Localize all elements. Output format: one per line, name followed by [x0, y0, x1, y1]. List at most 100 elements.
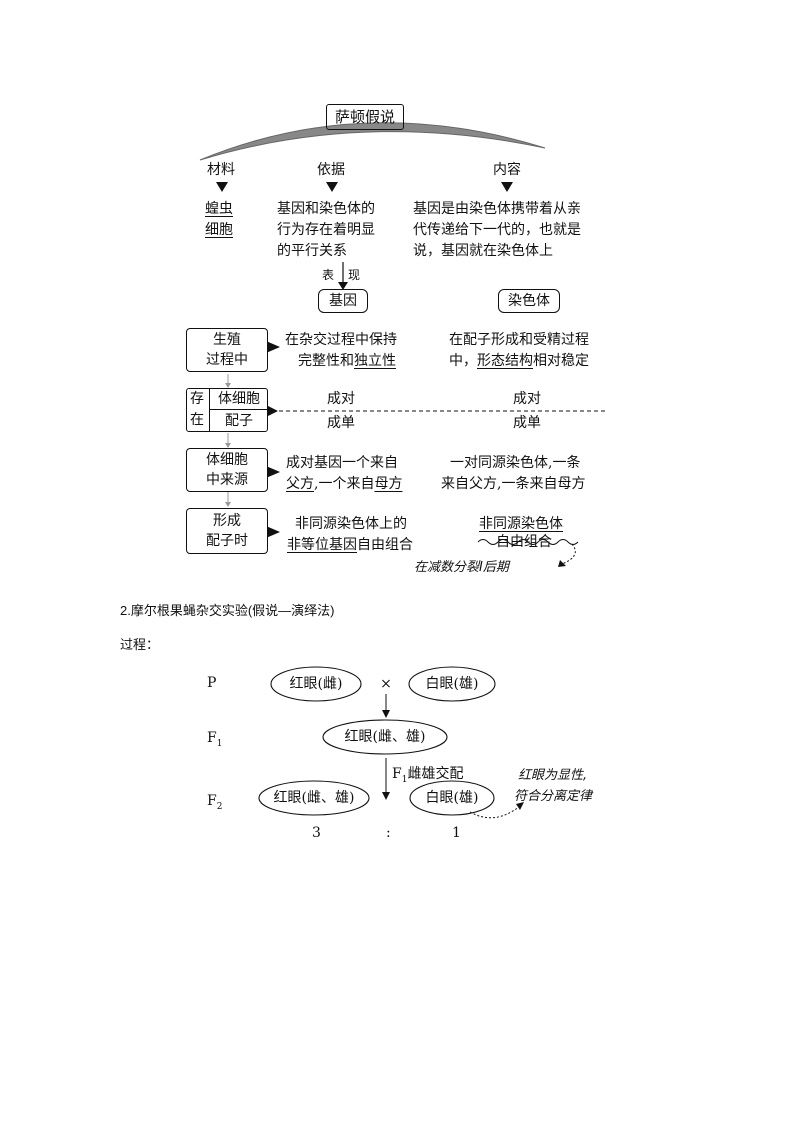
- note-curve-2: [469, 805, 521, 819]
- category-material: 材料: [207, 162, 235, 178]
- manifest-label-b: 现: [348, 268, 361, 282]
- f2-red: 红眼(雌、雄): [273, 790, 355, 806]
- gene-box: [318, 289, 368, 313]
- category-basis: 依据: [317, 162, 345, 178]
- row1-gene-line-2: 完整性和独立性: [298, 351, 396, 371]
- row3-label-box: [186, 448, 268, 492]
- row1-gene-key: 独立性: [354, 353, 396, 369]
- row1-label-2: 过程中: [206, 352, 248, 368]
- row4-note: 在减数分裂Ⅰ后期: [414, 560, 509, 575]
- f1-mating: F1雌雄交配: [392, 764, 463, 790]
- arrow-material: [216, 182, 228, 192]
- ellipse-p-female: [270, 666, 362, 702]
- row3-chrom-line-2: 来自父方,一条来自母方: [441, 476, 586, 492]
- manifest-label-a: 表: [322, 268, 335, 282]
- row4-chrom-line-2: 自由组合: [496, 534, 552, 550]
- row2-gene-pair: 成对: [327, 391, 355, 407]
- row1-gene-text: 完整性和: [298, 353, 354, 369]
- title-arc: [199, 122, 546, 161]
- gen-f2: F2: [207, 791, 222, 817]
- material-line-2: 细胞: [205, 222, 233, 238]
- basis-line-3: 的平行关系: [277, 243, 347, 259]
- row4-gene-line-2: 非等位基因自由组合: [287, 535, 413, 555]
- row3-gene-father: 父方: [286, 476, 314, 492]
- ratio-colon: :: [386, 825, 391, 841]
- row2-exist-1: 存: [190, 391, 204, 407]
- p-male: 白眼(雄): [425, 676, 479, 692]
- material-line-1: 蝗虫: [205, 201, 233, 217]
- arrow-r3: [266, 466, 280, 478]
- f1-result: 红眼(雌、雄): [344, 729, 426, 745]
- gen-f1-letter: F: [207, 730, 217, 746]
- row2-chrom-pair: 成对: [513, 391, 541, 407]
- ellipse-f1: [322, 719, 448, 755]
- ratio-red: 3: [312, 825, 321, 841]
- ellipse-p-male: [408, 666, 496, 702]
- row1-chrom-line-1: 在配子形成和受精过程: [449, 332, 589, 348]
- arrow-r2: [266, 405, 278, 417]
- row3-chrom-line-1: 一对同源染色体,一条: [450, 455, 581, 471]
- section2-process-label: 过程：: [120, 637, 160, 652]
- row4-label-2: 配子时: [206, 533, 248, 549]
- title-text: 萨顿假说: [334, 108, 395, 126]
- row1-chrom-key: 形态结构: [477, 353, 533, 369]
- f1-mating-sub: 1: [401, 774, 408, 785]
- ratio-white: 1: [452, 825, 461, 841]
- arrow-r4: [266, 526, 280, 538]
- row1-label-box: [186, 328, 268, 372]
- row4-chrom-line-1: 非同源染色体: [479, 516, 563, 532]
- arrow-r1: [266, 341, 280, 353]
- gen-f1-sub: 1: [216, 738, 223, 749]
- row3-gene-line-2: 父方,一个来自母方: [286, 474, 402, 494]
- gen-f1: F1: [207, 728, 222, 754]
- arrow-manifest: [338, 282, 348, 290]
- content-line-1: 基因是由染色体携带着从亲: [413, 201, 581, 217]
- row3-label-1: 体细胞: [206, 452, 248, 468]
- content-line-3: 说，基因就在染色体上: [413, 243, 553, 259]
- gen-f2-sub: 2: [216, 801, 223, 812]
- f1-mating-text: 雌雄交配: [407, 766, 464, 782]
- row2-exist-2: 在: [190, 412, 204, 428]
- gen-p: P: [207, 675, 217, 691]
- basis-line-2: 行为存在着明显: [277, 222, 375, 238]
- arrow-basis: [326, 182, 338, 192]
- category-content: 内容: [493, 162, 521, 178]
- row3-gene-line-1: 成对基因一个来自: [286, 455, 398, 471]
- row3-label-2: 中来源: [206, 472, 248, 488]
- cross-note-2: 符合分离定律: [514, 789, 593, 804]
- note-curve: [561, 543, 576, 565]
- row2-gamete: 配子: [225, 413, 253, 429]
- row2-gene-single: 成单: [327, 415, 355, 431]
- basis-line-1: 基因和染色体的: [277, 201, 375, 217]
- title-box: [326, 104, 404, 130]
- row2-chrom-single: 成单: [513, 415, 541, 431]
- row1-chrom-text-a: 中，: [449, 353, 477, 369]
- gen-f2-letter: F: [207, 793, 217, 809]
- p-female: 红眼(雌): [289, 676, 343, 692]
- ellipse-f2-white: [409, 780, 495, 816]
- row4-label-1: 形成: [213, 513, 241, 529]
- row2-somatic: 体细胞: [218, 391, 260, 407]
- wavy-underline: [477, 539, 579, 545]
- content-line-2: 代传递给下一代的，也就是: [413, 222, 581, 238]
- f1-mating-letter: F: [392, 766, 402, 782]
- chromosome-label: 染色体: [508, 293, 550, 309]
- row1-gene-line-1: 在杂交过程中保持: [285, 332, 397, 348]
- row2-hdivider: [209, 409, 268, 411]
- chromosome-box: [498, 289, 560, 313]
- row4-gene-line-1: 非同源染色体上的: [295, 516, 407, 532]
- row1-chrom-text-b: 相对稳定: [533, 353, 589, 369]
- row3-gene-mid: ,一个来自: [314, 476, 375, 492]
- section2-heading: 2.摩尔根果蝇杂交实验(假说—演绎法): [120, 603, 335, 618]
- arrow-content: [501, 182, 513, 192]
- row4-gene-key: 非等位基因: [287, 537, 357, 553]
- row1-chrom-line-2: 中，形态结构相对稳定: [449, 351, 589, 371]
- row1-label-1: 生殖: [213, 332, 241, 348]
- gene-label: 基因: [329, 293, 357, 309]
- f2-white: 白眼(雄): [425, 790, 479, 806]
- row3-gene-mother: 母方: [374, 476, 403, 492]
- ellipse-f2-red: [258, 780, 370, 816]
- row4-label-box: [186, 508, 268, 554]
- row4-gene-text: 自由组合: [357, 537, 413, 553]
